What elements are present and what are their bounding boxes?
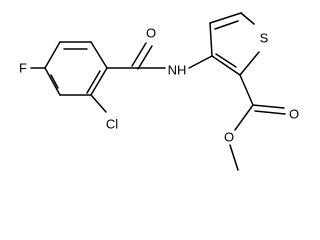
bond-ester-c-o-2 [254,110,286,115]
bond-c1-c2 [90,67,108,96]
bond-c2-ester-c [239,74,254,106]
bond-carbonyl-o-2 [131,42,147,67]
bond-n-c3 [188,55,213,69]
atom-s: S [260,31,269,46]
bond-c3-c4 [209,22,213,57]
atom-o-ester: O [224,130,234,145]
bond-c1-c2-inner [86,70,101,94]
atom-o-amide: O [146,26,156,41]
bond-c4-c5 [44,41,61,69]
bond-ester-c-o [234,104,254,131]
bond-c2-c3 [211,55,241,76]
thiophene-ring [188,12,260,76]
bond-c3-c4 [44,67,61,96]
atom-o-ester-carbonyl: O [289,107,299,122]
bond-c5-s [240,12,255,25]
molecule-structure: O NH S Cl F O O [19,12,299,171]
atom-nh: NH [168,63,187,78]
bond-c6-c1 [90,41,108,69]
bond-ester-c-o-1 [252,104,285,109]
bond-carbonyl-o-1 [137,45,153,70]
bond-s-c2 [239,51,260,76]
bond-c2-cl [90,94,107,113]
bond-c3-c4-inner [50,74,59,89]
atom-cl: Cl [106,117,118,132]
benzene-ring [44,41,108,96]
bond-c2-c3-inner [215,53,237,68]
bond-c4-c5 [209,12,242,24]
atom-f: F [19,61,27,76]
bond-o-methyl [229,144,239,171]
bond-c4-c5-inner [214,20,239,30]
